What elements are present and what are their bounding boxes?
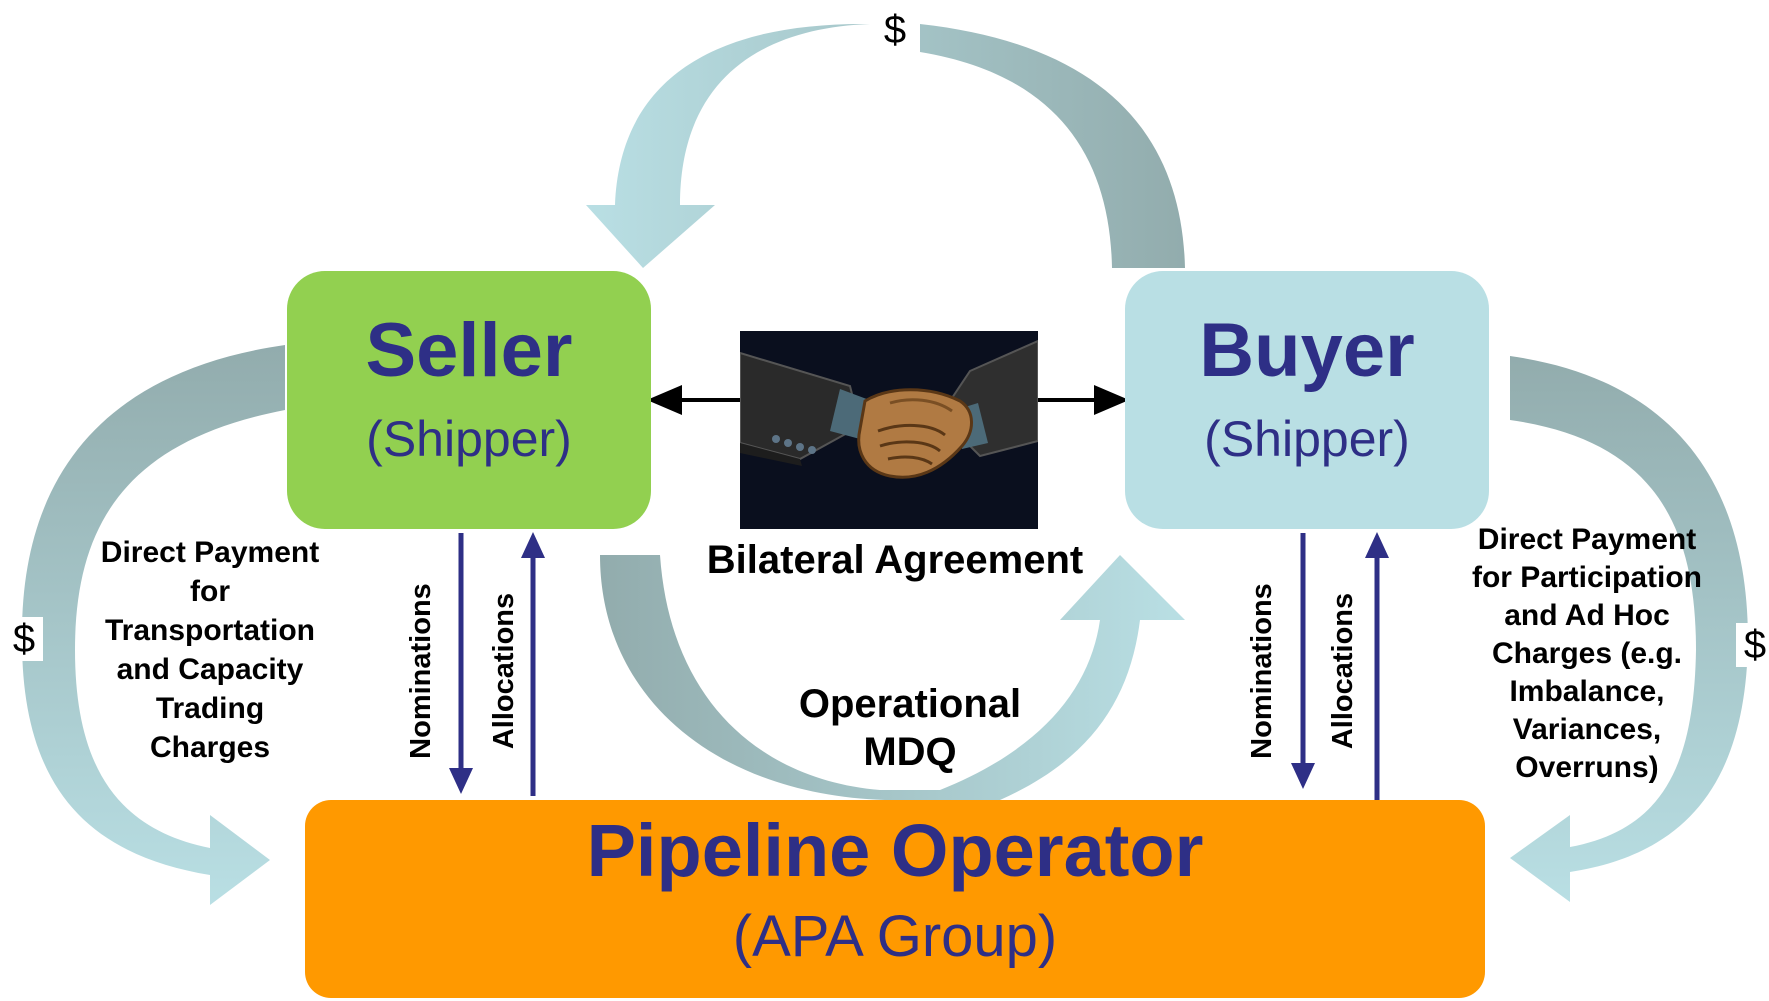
dollar-sign-right: $ [1736, 623, 1769, 667]
operator-title: Pipeline Operator [586, 809, 1204, 892]
payment-line: Direct Payment [100, 536, 320, 569]
mdq-line: MDQ [863, 730, 957, 774]
payment-line: for Participation [1471, 561, 1703, 594]
mdq-line: Operational [798, 682, 1022, 726]
curved-arrow-seller-to-operator [21, 345, 285, 905]
operator-box: Pipeline Operator (APA Group) [305, 800, 1485, 998]
seller-title: Seller [365, 308, 573, 393]
buyer-payment-label: Direct Payment for Participation and Ad … [1452, 521, 1722, 787]
payment-line: Variances, [1512, 713, 1662, 746]
payment-line: Charges [149, 731, 271, 764]
bilateral-arrows [646, 384, 1130, 416]
seller-allocations-label: Allocations [488, 592, 520, 750]
buyer-allocations-label: Allocations [1327, 592, 1359, 750]
payment-line: Trading [155, 692, 265, 725]
seller-nominations-label: Nominations [405, 583, 437, 759]
buyer-box: Buyer (Shipper) [1125, 271, 1489, 529]
flow-arrows [449, 532, 1389, 805]
payment-line: for [190, 575, 230, 608]
payment-line: Transportation [104, 614, 315, 647]
payment-line: Charges (e.g. [1491, 637, 1683, 670]
seller-box: Seller (Shipper) [287, 271, 651, 529]
dollar-sign-top: $ [876, 8, 914, 52]
payment-line: and Capacity [116, 653, 304, 686]
seller-subtitle: (Shipper) [366, 411, 572, 467]
payment-line: Overruns) [1515, 751, 1659, 784]
payment-line: Direct Payment [1477, 523, 1697, 556]
buyer-nominations-label: Nominations [1246, 583, 1278, 759]
dollar-sign-left: $ [5, 617, 43, 661]
buyer-title: Buyer [1199, 308, 1415, 393]
buyer-subtitle: (Shipper) [1204, 411, 1410, 467]
curved-arrow-buyer-to-seller [586, 23, 1185, 268]
seller-payment-label: Direct Payment for Transportation and Ca… [70, 533, 350, 767]
handshake-image [740, 331, 1038, 529]
bilateral-agreement-label: Bilateral Agreement [706, 538, 1084, 582]
payment-line: and Ad Hoc [1504, 599, 1670, 632]
operational-mdq-label: Operational MDQ [760, 680, 1060, 776]
operator-subtitle: (APA Group) [732, 904, 1058, 969]
curved-arrow-operational-mdq [600, 555, 1185, 800]
payment-line: Imbalance, [1509, 675, 1665, 708]
curved-arrow-buyer-to-operator [1510, 356, 1748, 902]
